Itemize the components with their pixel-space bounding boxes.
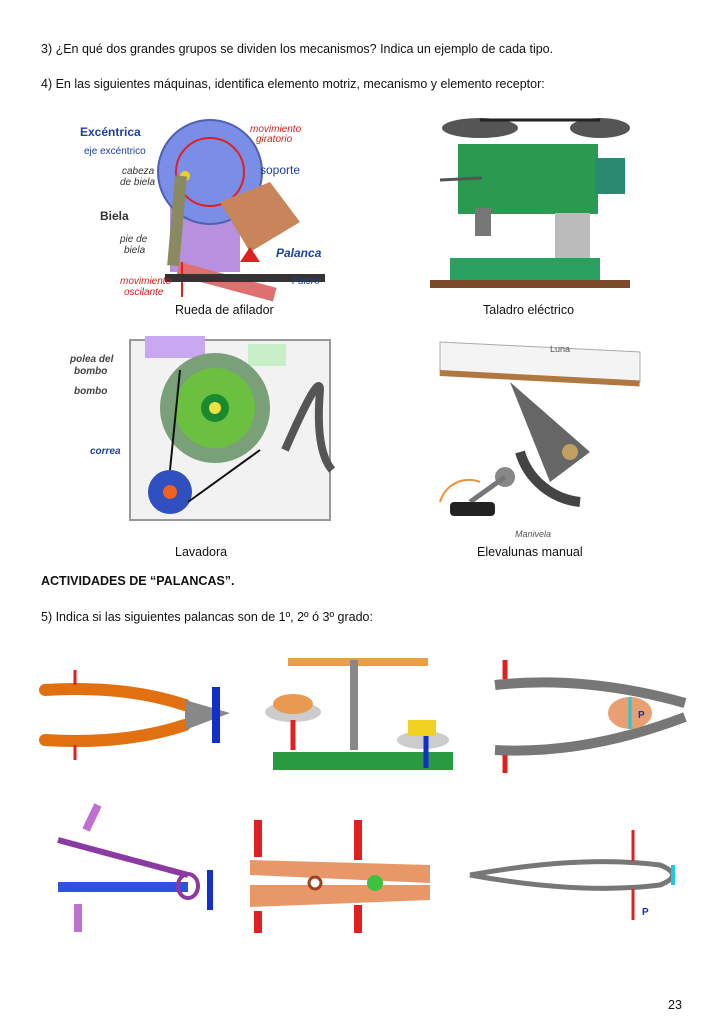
crank-shaft (468, 474, 507, 505)
feed-handle (439, 176, 483, 182)
nutcracker-arm-top (494, 677, 687, 708)
section-title: ACTIVIDADES DE “PALANCAS”. (41, 574, 235, 588)
clothespin-bottom (250, 885, 430, 907)
caption-elevalunas: Elevalunas manual (477, 545, 583, 559)
question-3: 3) ¿En qué dos grandes grupos se dividen… (41, 42, 554, 56)
caption-taladro: Taladro eléctrico (483, 303, 575, 317)
drum-axis (209, 402, 221, 414)
force-arrow (82, 803, 102, 832)
panel-purple (145, 336, 205, 358)
washing-machine-figure: polea del bombo bombo correa (70, 336, 336, 521)
label-cabeza-2: de biela (120, 177, 155, 188)
tweezers (469, 859, 675, 891)
label-p: P (642, 907, 649, 918)
fruit (273, 694, 313, 714)
glass-rail (439, 370, 640, 387)
caption-lavadora: Lavadora (175, 545, 228, 559)
label-pie-2: biela (124, 245, 146, 256)
pulley-left (442, 118, 518, 138)
hand (220, 182, 300, 252)
label-eje: eje excéntrico (84, 146, 146, 157)
spring (307, 875, 323, 891)
label-polea-2: bombo (74, 366, 107, 377)
label-excentrica: Excéntrica (80, 125, 141, 139)
pliers-jaw (185, 700, 230, 730)
label-mov-giratorio-1: movimiento (250, 124, 302, 135)
rotation-arrow (439, 478, 481, 503)
window-winder-figure: Luna Manivela (439, 341, 641, 539)
clipper-head (176, 872, 200, 900)
label-cabeza-1: cabeza (122, 166, 155, 177)
label-pie-1: pie de (119, 234, 148, 245)
pliers-handle-top (39, 683, 191, 711)
label-mov-osc-1: movimiento (120, 276, 172, 287)
lever-scale (265, 658, 453, 770)
window-glass (439, 341, 641, 383)
label-p: P (638, 710, 645, 721)
rotation-arrow (175, 137, 245, 207)
fulcrum (367, 875, 383, 891)
red-arrow (240, 247, 260, 262)
question-4: 4) En las siguientes máquinas, identific… (41, 77, 545, 91)
label-manivela: Manivela (515, 529, 551, 539)
belt (169, 369, 181, 471)
nutcracker-arm-bottom (494, 712, 687, 756)
label-mov-giratorio-2: giratorio (256, 134, 293, 145)
floor (430, 280, 630, 288)
base (450, 258, 600, 280)
lever-tweezers: P (469, 830, 675, 920)
label-luna: Luna (550, 344, 570, 354)
page-number: 23 (668, 998, 682, 1012)
label-mov-osc-2: oscilante (124, 287, 164, 298)
label-correa: correa (90, 446, 121, 457)
connecting-rod (167, 175, 187, 267)
label-bombo: bombo (74, 386, 107, 397)
lever-nutcracker: P (494, 660, 687, 773)
label-fulcro: Fulcro (292, 276, 320, 287)
base (165, 274, 325, 282)
pulley-right (570, 118, 630, 138)
toothed-sector (515, 450, 581, 507)
pivot (562, 444, 578, 460)
question-5: 5) Indica si las siguientes palancas son… (41, 610, 373, 624)
label-soporte: soporte (260, 163, 300, 177)
resistance-arrow (212, 687, 220, 743)
label-palanca: Palanca (276, 246, 322, 260)
drill-press-figure (430, 118, 630, 288)
pliers-handle-bottom (39, 719, 191, 747)
hose (281, 382, 336, 473)
grinding-wheel-figure: Excéntrica eje excéntrico movimiento gir… (80, 119, 325, 302)
motor-pulley (163, 485, 177, 499)
clothespin-top (250, 860, 430, 883)
column (555, 213, 590, 263)
spindle (475, 208, 491, 236)
panel-green (248, 344, 286, 366)
belt-2 (187, 449, 261, 503)
scale-base (273, 752, 453, 770)
crank-handle (450, 502, 495, 516)
clipper-body (58, 882, 188, 892)
caption-afilador: Rueda de afilador (175, 303, 274, 317)
label-biela: Biela (100, 209, 129, 223)
scale-post (350, 660, 358, 750)
clipper-lever (57, 837, 189, 878)
lever-clothespin (250, 820, 430, 933)
lever-nail-clipper (57, 803, 213, 932)
motor (595, 158, 625, 194)
weights (408, 720, 436, 736)
lever-pliers (39, 670, 230, 760)
label-polea-1: polea del (70, 354, 114, 365)
